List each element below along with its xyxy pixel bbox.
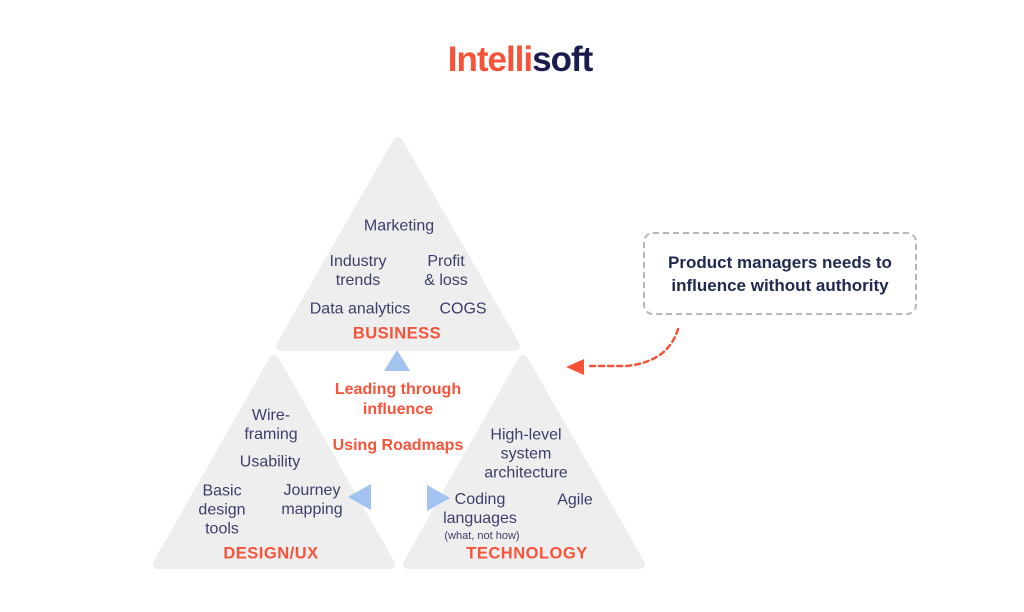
label-usability: Usability <box>239 453 301 471</box>
brand-logo: Intellisoft <box>447 40 594 80</box>
left-arrow-icon <box>348 484 371 510</box>
design-ux-triangle <box>153 355 395 569</box>
label-wireframing: Wire- framing <box>244 407 298 443</box>
technology-triangle <box>403 355 645 569</box>
business-triangle <box>276 137 520 351</box>
section-title-business: BUSINESS <box>352 324 442 343</box>
right-arrow-icon <box>427 485 450 511</box>
brand-logo-part2: soft <box>532 40 593 79</box>
callout-box: Product managers needs to influence with… <box>643 232 917 315</box>
section-title-design-ux: DESIGN/UX <box>223 544 319 563</box>
callout-arrow-icon <box>586 327 680 368</box>
label-leading-through-influence: Leading through influence <box>334 381 462 418</box>
label-using-roadmaps: Using Roadmaps <box>332 437 464 454</box>
brand-logo-part1: Intelli <box>447 40 533 79</box>
up-arrow-icon <box>384 350 410 371</box>
label-cogs: COGS <box>439 300 487 318</box>
label-data-analytics: Data analytics <box>309 300 411 318</box>
label-industry-trends: Industry trends <box>329 253 387 289</box>
label-agile: Agile <box>557 491 593 509</box>
label-high-level-architecture: High-level system architecture <box>484 426 568 482</box>
label-basic-design-tools: Basic design tools <box>198 482 246 538</box>
label-coding-languages-note: (what, not how) <box>444 530 520 542</box>
callout-text: Product managers needs to influence with… <box>668 252 892 295</box>
label-coding-languages: Coding languages <box>443 491 517 527</box>
label-journey-mapping: Journey mapping <box>281 482 343 518</box>
label-marketing: Marketing <box>363 217 435 235</box>
callout-arrowhead-icon <box>566 359 584 375</box>
label-profit-loss: Profit & loss <box>424 253 468 289</box>
section-title-technology: TECHNOLOGY <box>466 544 588 563</box>
